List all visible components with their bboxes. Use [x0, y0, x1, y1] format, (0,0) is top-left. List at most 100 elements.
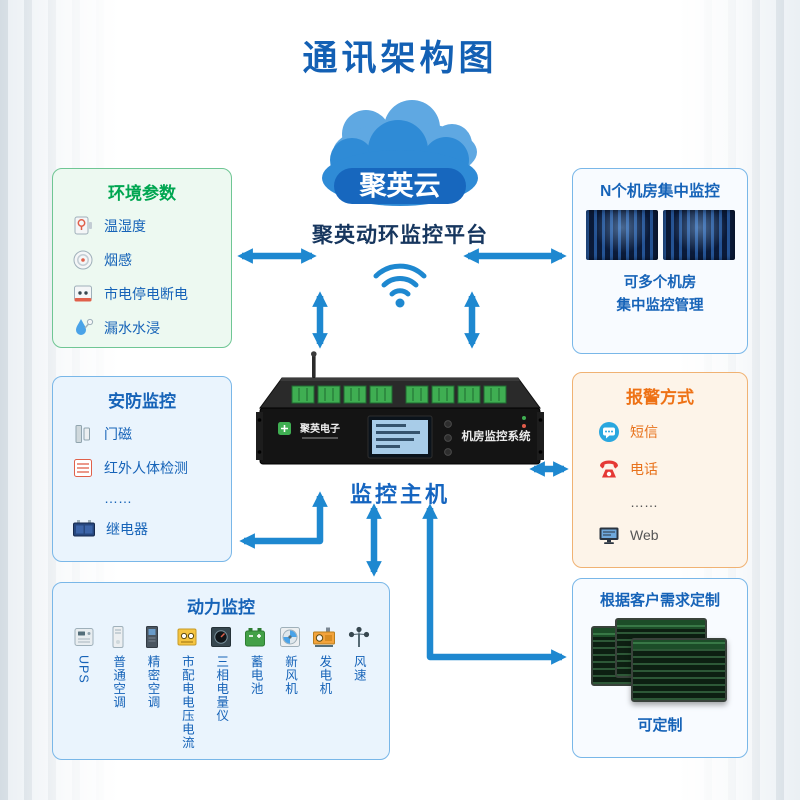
- rooms-box-title: N个机房集中监控: [600, 183, 720, 200]
- room-photos: [573, 210, 747, 260]
- custom-caption: 可定制: [637, 717, 683, 734]
- device-panel-text: 机房监控系统: [462, 429, 531, 443]
- item-label: 门磁: [104, 426, 132, 442]
- smoke-detector-icon: [73, 250, 93, 270]
- cloud-name: 聚英云: [359, 171, 441, 201]
- item-label: 市电停电断电: [104, 286, 188, 302]
- sms-icon: [599, 422, 619, 442]
- infrared-detector-icon: [74, 459, 92, 477]
- list-item: 精密空调: [136, 624, 169, 750]
- server-room-image: [662, 210, 735, 260]
- device-brand: 聚英电子: [299, 422, 340, 435]
- list-item: 市电停电断电: [71, 282, 231, 306]
- phone-icon: [600, 460, 618, 478]
- item-label: 蓄电池: [248, 655, 263, 696]
- item-label: 漏水水浸: [104, 320, 160, 336]
- list-item: 普通空调: [101, 624, 134, 750]
- cloud-icon: 聚英云: [322, 100, 478, 206]
- security-item-list: 门磁 红外人体检测 ……: [53, 412, 231, 542]
- item-label: UPS: [76, 655, 91, 684]
- ellipsis-label: ……: [104, 490, 132, 506]
- temp-humidity-icon: [74, 216, 92, 235]
- item-label: 发电机: [317, 655, 332, 696]
- item-label: 风速: [351, 655, 366, 682]
- list-item: 电话: [597, 457, 747, 481]
- item-label: 短信: [630, 424, 658, 440]
- alarm-box: 报警方式 短信 电话: [572, 372, 748, 568]
- security-box-title: 安防监控: [108, 392, 176, 411]
- item-label: 新风机: [282, 655, 297, 696]
- list-item: 红外人体检测: [71, 456, 231, 480]
- relay-icon: [73, 520, 95, 537]
- precision-ac-icon: [146, 626, 159, 648]
- antenna-icon: [312, 354, 316, 378]
- rooms-caption-line1: 可多个机房: [623, 275, 697, 291]
- item-label: 市配电电压电流: [179, 655, 194, 750]
- env-params-box: 环境参数 温湿度 烟感: [52, 168, 232, 348]
- power-meter-icon: [211, 627, 231, 647]
- list-item: 发电机: [308, 624, 341, 750]
- ellipsis-label: ……: [630, 494, 658, 510]
- list-item: 三相电量仪: [205, 624, 238, 750]
- list-item: 门磁: [71, 422, 231, 446]
- item-label: 温湿度: [104, 218, 146, 234]
- list-item: 风速: [342, 624, 375, 750]
- wind-speed-icon: [348, 626, 369, 647]
- wifi-signal-icon: [368, 250, 432, 319]
- custom-box-title: 根据客户需求定制: [599, 592, 720, 609]
- arrow-host-to-custom: [422, 503, 567, 665]
- item-label: 三相电量仪: [214, 655, 229, 723]
- list-item: 市配电电压电流: [170, 624, 203, 750]
- list-item: 漏水水浸: [71, 316, 231, 340]
- item-label: 继电器: [106, 521, 148, 537]
- security-box: 安防监控 门磁 红外人体检测 ……: [52, 376, 232, 562]
- env-box-title: 环境参数: [108, 184, 176, 203]
- host-caption: 监控主机: [349, 482, 450, 507]
- platform-name: 聚英动环监控平台: [312, 224, 488, 247]
- list-item: 继电器: [71, 516, 231, 542]
- battery-icon: [245, 628, 266, 647]
- monitoring-host-device: 聚英电子 机房监控系统: [256, 350, 544, 479]
- icon-placeholder: [71, 493, 95, 503]
- item-label: 精密空调: [145, 655, 160, 709]
- web-monitor-icon: [599, 527, 619, 544]
- list-item: Web: [597, 523, 747, 547]
- list-item: 温湿度: [71, 214, 231, 238]
- water-leak-icon: [76, 318, 94, 335]
- fresh-air-fan-icon: [279, 627, 300, 647]
- server-room-image: [585, 210, 658, 260]
- list-item: 短信: [597, 420, 747, 444]
- power-item-row: UPS 普通空调 精密空调: [53, 618, 389, 750]
- cloud-graphic: 聚英云: [300, 100, 500, 220]
- list-item: ……: [71, 490, 231, 506]
- power-box: 动力监控 UPS 普通空调: [52, 582, 390, 760]
- list-item: 新风机: [273, 624, 306, 750]
- custom-dashboard-images: [589, 618, 731, 708]
- terminal-blocks: [291, 385, 507, 404]
- voltage-current-icon: [177, 628, 197, 646]
- item-label: Web: [630, 527, 659, 543]
- item-label: 普通空调: [111, 655, 126, 709]
- item-label: 红外人体检测: [104, 460, 188, 476]
- list-item: 烟感: [71, 248, 231, 272]
- page-title: 通讯架构图: [302, 39, 498, 78]
- ups-icon: [74, 628, 93, 646]
- alarm-box-title: 报警方式: [626, 388, 694, 407]
- rooms-caption: 可多个机房 集中监控管理: [573, 272, 747, 318]
- item-label: 电话: [630, 461, 658, 477]
- icon-placeholder: [597, 497, 621, 507]
- generator-icon: [313, 627, 336, 647]
- door-magnet-icon: [75, 425, 90, 443]
- list-item: 蓄电池: [239, 624, 272, 750]
- list-item: ……: [597, 494, 747, 510]
- dashboard-screen-image: [631, 638, 727, 702]
- power-outage-icon: [74, 285, 92, 302]
- item-label: 烟感: [104, 252, 132, 268]
- power-box-title: 动力监控: [187, 598, 255, 617]
- custom-box: 根据客户需求定制 可定制: [572, 578, 748, 758]
- list-item: UPS: [67, 624, 100, 750]
- air-conditioner-icon: [112, 626, 124, 648]
- rooms-caption-line2: 集中监控管理: [616, 298, 704, 315]
- env-item-list: 温湿度 烟感 市电停电断电: [53, 204, 231, 340]
